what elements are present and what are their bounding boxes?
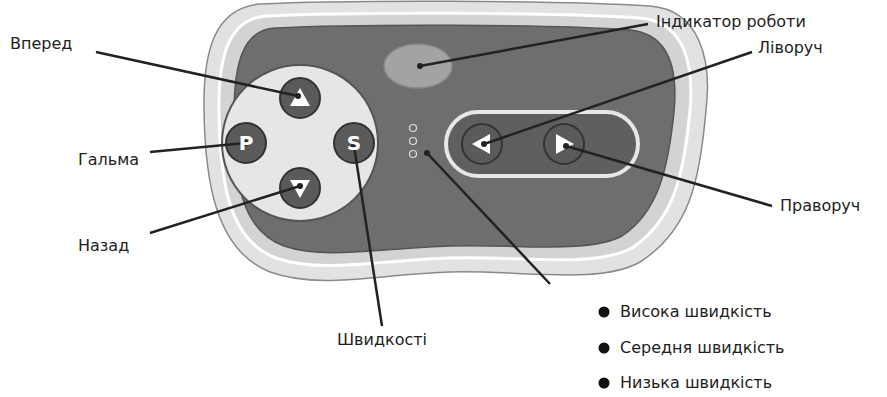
remote-body [204,1,707,280]
leader-lines [96,24,772,326]
remote-rim [219,13,691,265]
button-letter: P [239,131,254,155]
right-arrow [556,134,574,154]
callout-label: Індикатор роботи [656,12,806,31]
steering-panel [446,112,638,176]
callout-label: Праворуч [780,196,860,215]
speed-label: Висока швидкість [620,302,772,321]
list-bullets [599,307,610,389]
leader-ends [243,63,569,189]
work-indicator [384,44,452,88]
forward-arrow [290,88,310,106]
speed-leds [410,125,417,158]
callout-label: Гальма [78,150,139,169]
callout-label: Ліворуч [758,38,823,57]
speed-label: Низька швидкість [620,373,772,392]
callout-label: Назад [78,236,129,255]
callout-label: Швидкості [337,330,427,349]
pad-buttons [226,78,374,208]
speed-label: Середня швидкість [620,338,784,357]
callout-label: Вперед [10,34,72,53]
button-letter: S [347,131,361,155]
direction-pad [222,65,378,221]
